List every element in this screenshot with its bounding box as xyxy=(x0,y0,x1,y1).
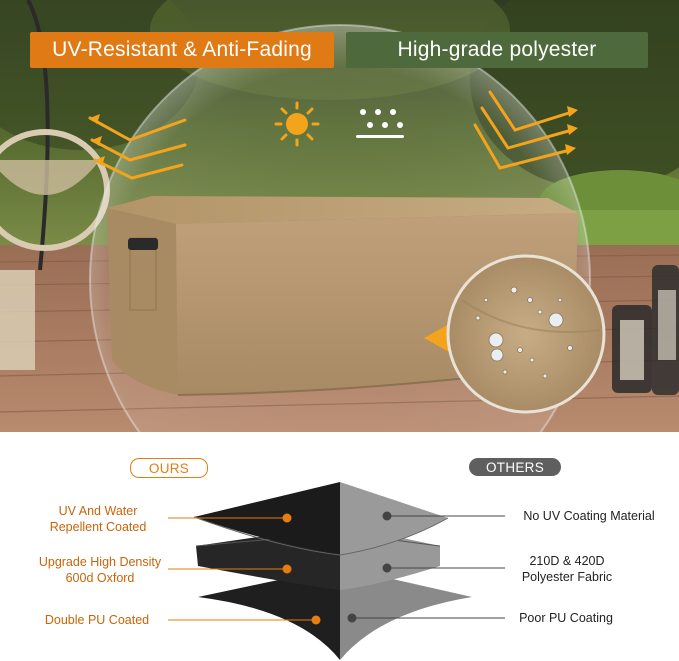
ours-feature-pu: Double PU Coated xyxy=(44,613,150,627)
rain-icon xyxy=(356,109,404,138)
ours-connectors xyxy=(168,517,316,621)
others-connectors xyxy=(352,515,505,619)
fabric-layer-3 xyxy=(198,572,472,660)
lanterns xyxy=(612,265,679,395)
sun-icon xyxy=(274,101,320,147)
uv-arrows-icon xyxy=(88,114,187,180)
hanging-chair xyxy=(0,0,110,370)
ours-dots xyxy=(282,513,321,625)
others-feature-polyester: 210D & 420D Polyester Fabric xyxy=(521,554,613,584)
others-dots xyxy=(347,511,392,623)
others-badge: OTHERS xyxy=(469,458,561,476)
polyester-banner: High-grade polyester xyxy=(346,32,648,68)
uv-resistant-banner: UV-Resistant & Anti-Fading xyxy=(30,32,334,68)
ours-badge: OURS xyxy=(130,458,208,478)
wind-arrows-icon xyxy=(473,90,578,170)
ours-feature-uv-water: UV And Water Repellent Coated xyxy=(49,504,147,534)
patio-scene-photo: UV-Resistant & Anti-Fading High-grade po… xyxy=(0,0,679,432)
ours-feature-oxford: Upgrade High Density 600d Oxford xyxy=(38,555,162,585)
others-feature-no-uv: No UV Coating Material xyxy=(523,509,655,523)
water-droplets-magnifier xyxy=(424,254,606,414)
others-feature-pu: Poor PU Coating xyxy=(519,611,613,625)
